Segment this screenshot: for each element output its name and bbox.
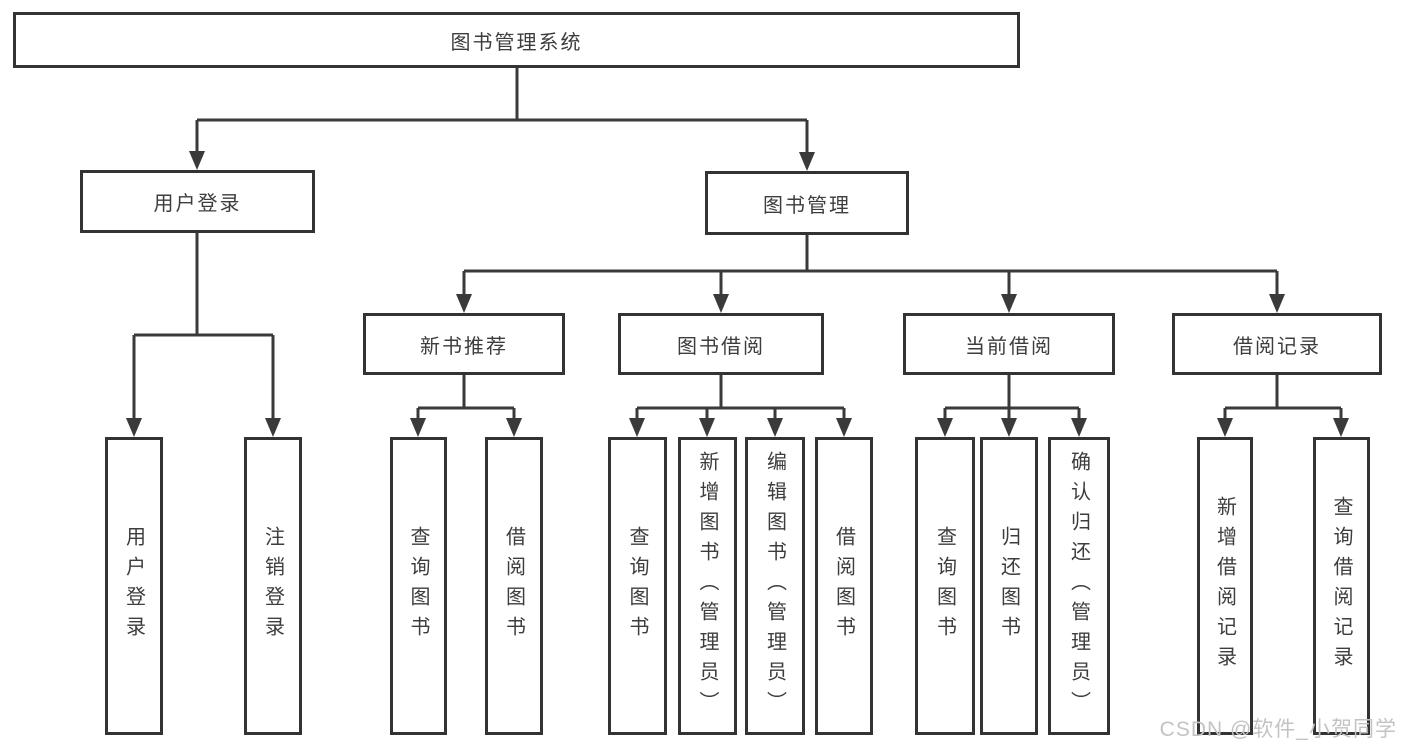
csdn-watermark: CSDN @软件_小贺同学 bbox=[1159, 718, 1397, 741]
leaf-edit-book-admin: 编辑图书（管理员） bbox=[745, 437, 805, 735]
arrow-down-icon bbox=[410, 418, 426, 437]
connector-book-borrow-branch bbox=[629, 375, 852, 437]
arrow-down-icon bbox=[629, 418, 645, 437]
connector-borrow-records-branch bbox=[1217, 375, 1349, 437]
leaf-query-books-borrow: 查询图书 bbox=[608, 437, 667, 735]
leaf-query-borrow-record: 查询借阅记录 bbox=[1313, 437, 1370, 735]
connector-book-management-branch bbox=[456, 235, 1285, 313]
arrow-down-icon bbox=[1001, 294, 1017, 313]
connector-current-borrow-branch bbox=[937, 375, 1087, 437]
leaf-logout: 注销登录 bbox=[244, 437, 302, 735]
arrow-down-icon bbox=[937, 418, 953, 437]
leaf-borrow-books-recommend: 借阅图书 bbox=[485, 437, 543, 735]
arrow-down-icon bbox=[1269, 294, 1285, 313]
arrow-down-icon bbox=[126, 418, 142, 437]
connector-root-to-level2 bbox=[189, 68, 815, 171]
leaf-query-books-recommend: 查询图书 bbox=[390, 437, 447, 735]
arrow-down-icon bbox=[506, 418, 522, 437]
arrow-down-icon bbox=[799, 152, 815, 171]
leaf-add-borrow-record: 新增借阅记录 bbox=[1197, 437, 1253, 735]
node-user-login: 用户登录 bbox=[80, 170, 315, 233]
leaf-return-books: 归还图书 bbox=[980, 437, 1038, 735]
arrow-down-icon bbox=[713, 294, 729, 313]
leaf-confirm-return-admin: 确认归还（管理员） bbox=[1048, 437, 1110, 735]
node-book-borrow: 图书借阅 bbox=[618, 313, 824, 375]
leaf-add-book-admin: 新增图书（管理员） bbox=[678, 437, 737, 735]
node-current-borrow: 当前借阅 bbox=[903, 313, 1115, 375]
arrow-down-icon bbox=[836, 418, 852, 437]
arrow-down-icon bbox=[189, 151, 205, 170]
arrow-down-icon bbox=[767, 418, 783, 437]
leaf-query-books-current: 查询图书 bbox=[915, 437, 975, 735]
arrow-down-icon bbox=[699, 418, 715, 437]
arrow-down-icon bbox=[456, 294, 472, 313]
leaf-user-login: 用户登录 bbox=[105, 437, 163, 735]
arrow-down-icon bbox=[1001, 418, 1017, 437]
arrow-down-icon bbox=[1071, 418, 1087, 437]
node-book-management: 图书管理 bbox=[705, 171, 909, 235]
connector-new-book-branch bbox=[410, 375, 522, 437]
node-new-book-recommend: 新书推荐 bbox=[363, 313, 565, 375]
node-library-management-system: 图书管理系统 bbox=[13, 12, 1020, 68]
arrow-down-icon bbox=[1217, 418, 1233, 437]
leaf-borrow-books: 借阅图书 bbox=[815, 437, 873, 735]
node-borrow-records: 借阅记录 bbox=[1172, 313, 1382, 375]
arrow-down-icon bbox=[265, 418, 281, 437]
arrow-down-icon bbox=[1333, 418, 1349, 437]
connector-user-login-branch bbox=[126, 233, 281, 437]
